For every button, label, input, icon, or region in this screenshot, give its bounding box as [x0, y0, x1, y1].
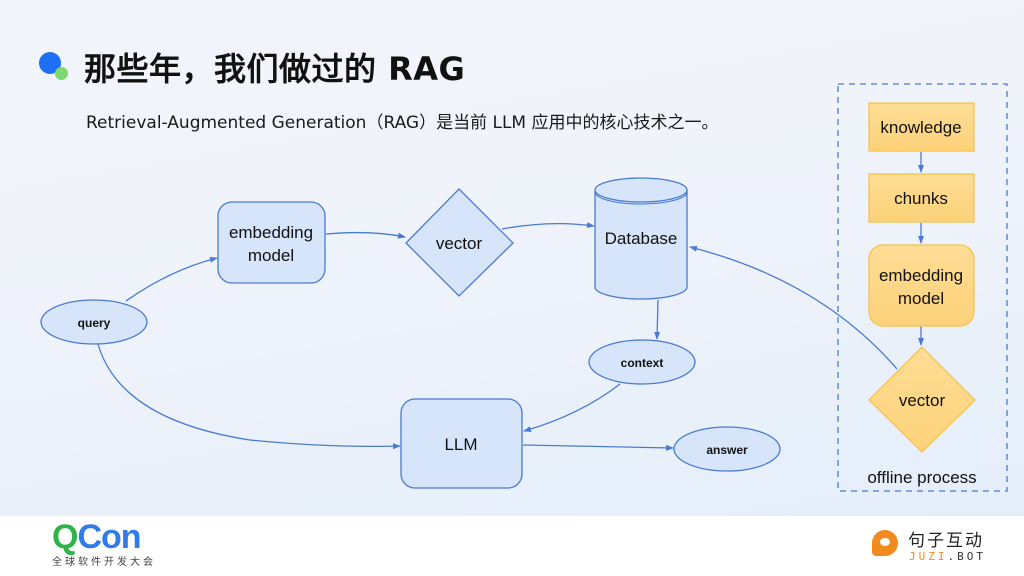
node-embedding-model: embedding model	[217, 201, 326, 284]
node-context: context	[588, 339, 696, 385]
edge-llm-to-answer	[522, 444, 674, 451]
node-chunks: chunks	[868, 173, 975, 223]
edge-context-to-llm	[523, 383, 621, 432]
node-answer-label: answer	[706, 443, 748, 457]
node-llm: LLM	[400, 398, 523, 489]
qcon-logo-con: Con	[77, 518, 141, 556]
node-embedding-offline-label-2: model	[898, 289, 944, 308]
qcon-subtitle: 全球软件开发大会	[52, 557, 156, 568]
edge-vector-offline-to-database	[689, 245, 898, 370]
juzi-name-en: JUZI.BOT	[909, 550, 986, 563]
node-llm-label: LLM	[444, 435, 477, 454]
node-embedding-model-offline: embedding model	[868, 244, 975, 327]
offline-process-group	[837, 83, 1008, 492]
node-knowledge: knowledge	[868, 102, 975, 152]
node-vector: vector	[405, 188, 514, 297]
edge-query-to-embedding	[125, 256, 218, 302]
node-knowledge-label: knowledge	[880, 118, 961, 137]
qcon-logo-q: Q	[52, 518, 78, 556]
title-bullet-accent-icon	[55, 67, 68, 80]
node-chunks-label: chunks	[894, 189, 948, 208]
juzi-chat-bubble-icon	[872, 530, 898, 556]
qcon-logo: QCon 全球软件开发大会	[52, 520, 156, 568]
edge-database-to-context	[654, 299, 661, 340]
offline-process-label: offline process	[867, 468, 976, 487]
node-vector-offline: vector	[868, 346, 976, 453]
node-vector-label: vector	[436, 234, 483, 253]
juzi-en-orange: JUZI	[909, 550, 948, 563]
node-answer: answer	[673, 426, 781, 472]
page-title: 那些年，我们做过的 RAG	[84, 50, 466, 88]
edge-embedding-to-vector	[325, 231, 406, 239]
node-context-label: context	[621, 356, 664, 370]
node-embedding-label-2: model	[248, 246, 294, 265]
juzi-en-dark: .BOT	[947, 550, 986, 563]
juzi-name-cn: 句子互动	[908, 531, 984, 551]
node-database-label: Database	[605, 229, 678, 248]
node-query-label: query	[78, 316, 111, 330]
page-subtitle: Retrieval-Augmented Generation（RAG）是当前 L…	[86, 113, 719, 133]
node-vector-offline-label: vector	[899, 391, 946, 410]
edge-vector-to-database	[501, 222, 595, 230]
footer	[0, 516, 1024, 576]
edge-query-to-llm	[97, 343, 401, 450]
node-database: Database	[594, 177, 688, 300]
rag-diagram: query embedding model vector Database co…	[40, 83, 1008, 492]
node-embedding-label-1: embedding	[229, 223, 313, 242]
node-embedding-offline-label-1: embedding	[879, 266, 963, 285]
node-query: query	[40, 299, 148, 345]
